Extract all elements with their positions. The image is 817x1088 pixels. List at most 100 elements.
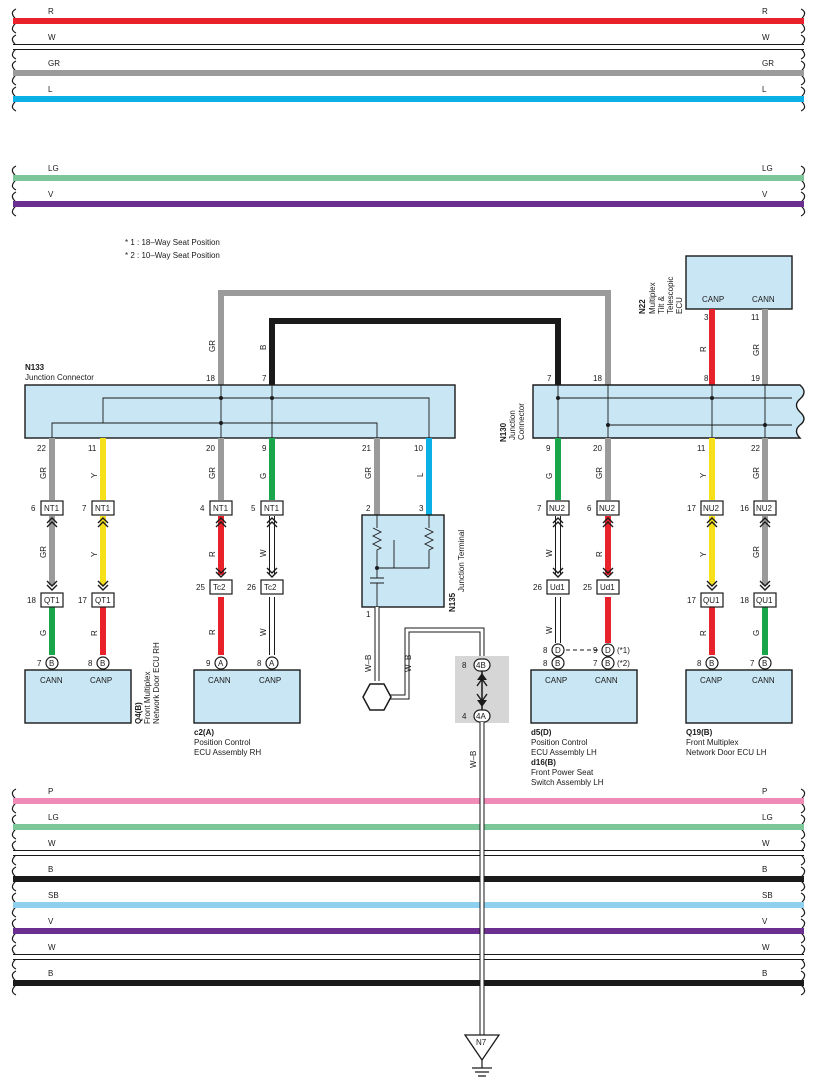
wire-code-gr-n22: GR	[752, 344, 761, 356]
bottom-bus-label-left: P	[48, 787, 53, 796]
n22-name-4: ECU	[675, 297, 684, 314]
wc-103-c: R	[90, 630, 99, 636]
wc-765-c: G	[752, 630, 761, 636]
n133-pin-9: 9	[262, 444, 267, 453]
bottom-bus-label-left: LG	[48, 813, 59, 822]
left-branch-wires	[49, 438, 432, 655]
ep-c2-a-2: A	[269, 659, 275, 668]
top-bus-label-right: R	[762, 7, 768, 16]
wc-558-b: W	[545, 549, 554, 557]
connector-row-2	[40, 579, 777, 608]
wc-608-b: R	[595, 551, 604, 557]
q4-name-1: Front Multiplex	[143, 672, 152, 724]
wc-52-b: GR	[39, 546, 48, 558]
n130-pin-18: 18	[593, 374, 602, 383]
wc-wb-2: W–B	[404, 655, 413, 672]
top-bus-label-left: R	[48, 7, 54, 16]
tc2-label-1: Tc2	[213, 583, 226, 592]
bottom-bus-label-right: B	[762, 865, 767, 874]
q19-pin-cann: CANN	[752, 676, 775, 685]
n133-internal-bus	[51, 385, 430, 438]
bottom-bus-label-right: W	[762, 839, 770, 848]
ep-q19-pin-7: 7	[750, 659, 755, 668]
q4-device-box	[24, 669, 132, 724]
ground-symbol	[463, 1034, 501, 1077]
top-bus-label-right: GR	[762, 59, 774, 68]
top-bus-label-right: V	[762, 190, 768, 199]
c2-pin-canp: CANP	[259, 676, 281, 685]
nt1-label-4: NT1	[264, 504, 280, 513]
wc-52-a: GR	[39, 467, 48, 479]
qt1-label-1: QT1	[44, 596, 60, 605]
nt1-label-2: NT1	[95, 504, 111, 513]
ep-q4-pin-8: 8	[88, 659, 93, 668]
n133-name: Junction Connector	[25, 373, 94, 382]
d5-pin-canp: CANP	[545, 676, 567, 685]
nt1-label-1: NT1	[44, 504, 60, 513]
ep-d5-d-1: D	[555, 646, 561, 655]
pin-b-17: 17	[78, 596, 87, 605]
splice-pin-4: 4	[462, 712, 467, 721]
wire-code-b-top: B	[259, 345, 268, 350]
wc-wb-1: W–B	[364, 655, 373, 672]
top-bus-label-left: LG	[48, 164, 59, 173]
qu1-label-2: QU1	[756, 596, 773, 605]
wc-765-b: GR	[752, 546, 761, 558]
top-bus-label-left: V	[48, 190, 54, 199]
n22-code: N22	[638, 299, 647, 314]
n130-internal-bus	[556, 385, 792, 438]
nt1-label-3: NT1	[213, 504, 229, 513]
q19-pin-canp: CANP	[700, 676, 722, 685]
bottom-bus-label-left: B	[48, 865, 53, 874]
n133-pin-18: 18	[206, 374, 215, 383]
nu2-label-2: NU2	[599, 504, 616, 513]
q19-name-1: Front Multiplex	[686, 738, 738, 747]
n22-pin-label-canp: CANP	[702, 295, 724, 304]
ep-q4-b-2: B	[100, 659, 105, 668]
bottom-bus-label-right: V	[762, 917, 768, 926]
bottom-bus-label-right: P	[762, 787, 767, 796]
pin-b-26: 26	[247, 583, 256, 592]
n130-pin-11: 11	[697, 444, 706, 453]
q4-pin-cann: CANN	[40, 676, 63, 685]
wc-429: L	[416, 472, 425, 477]
n130-pin-19: 19	[751, 374, 760, 383]
wc-558-a: G	[545, 473, 554, 479]
note-seat-10: * 2 : 10–Way Seat Position	[125, 251, 220, 260]
d5-name-2: ECU Assembly LH	[531, 748, 597, 757]
ep-q19-b-2: B	[762, 659, 767, 668]
wc-272-b: W	[259, 549, 268, 557]
q19-code: Q19(B)	[686, 728, 713, 737]
q19-name-2: Network Door ECU LH	[686, 748, 767, 757]
ep-d16-b-1: B	[555, 659, 560, 668]
q4-name-2: Network Door ECU RH	[152, 642, 161, 724]
n130-pin-7: 7	[547, 374, 552, 383]
pin-d-25: 25	[583, 583, 592, 592]
wc-272-a: G	[259, 473, 268, 479]
n130-pin-9: 9	[546, 444, 551, 453]
wb-ground-route	[362, 607, 485, 711]
n130-pin-22: 22	[751, 444, 760, 453]
pin-c-7: 7	[537, 504, 542, 513]
wc-221-b: R	[208, 551, 217, 557]
pin-a-5: 5	[251, 504, 256, 513]
wire-code-r-n22: R	[699, 346, 708, 352]
wc-103-b: Y	[90, 551, 99, 557]
bottom-bus-label-left: W	[48, 839, 56, 848]
d5-name-1: Position Control	[531, 738, 588, 747]
ep-c2-pin-8: 8	[257, 659, 262, 668]
ep-q4-pin-7: 7	[37, 659, 42, 668]
d5-code: d5(D)	[531, 728, 552, 737]
pin-c-16: 16	[740, 504, 749, 513]
